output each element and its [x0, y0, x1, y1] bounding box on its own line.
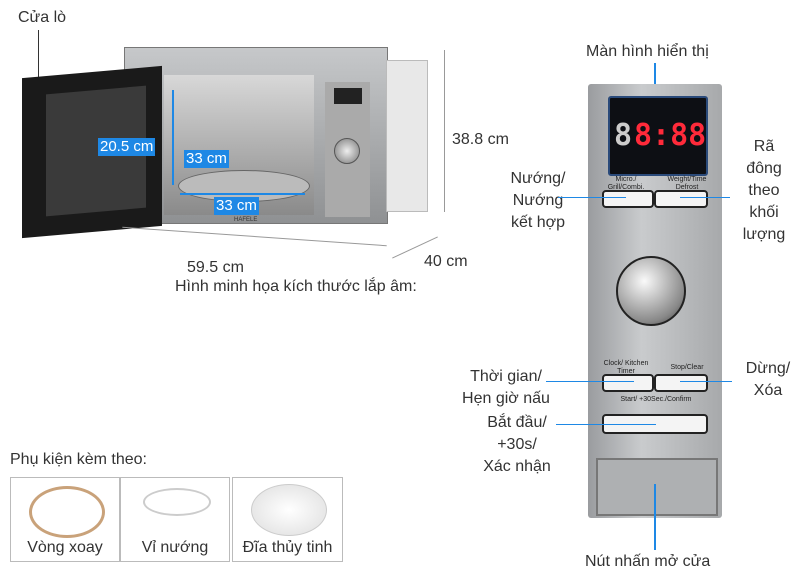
weight-text: Weight/Time Defrost	[667, 176, 707, 191]
stop-clear-button[interactable]	[654, 374, 708, 392]
clock-text: Clock/ Kitchen Timer	[603, 360, 649, 375]
caption: Hình minh họa kích thước lắp âm:	[175, 278, 417, 295]
display-value: 8:88	[634, 118, 707, 153]
micro-grill-button[interactable]	[602, 190, 654, 208]
door-pointer	[38, 30, 39, 85]
door-open-button[interactable]	[596, 458, 718, 516]
ring-icon	[29, 486, 105, 538]
clock-timer-button[interactable]	[602, 374, 654, 392]
inner-height-label: 20.5 cm	[98, 138, 156, 156]
accessory-ring: Vòng xoay	[10, 477, 120, 562]
door-label: Cửa lò	[18, 9, 67, 26]
accessories-title: Phụ kiện kèm theo:	[10, 451, 147, 468]
depth-label: 40 cm	[424, 253, 468, 270]
height-dimension-line	[444, 50, 445, 212]
control-dial[interactable]	[616, 256, 686, 326]
weight-defrost-button[interactable]	[654, 190, 708, 208]
width-dimension-line	[122, 226, 387, 247]
display-label: Màn hình hiển thị	[586, 43, 709, 60]
callout-start: Bắt đầu/+30s/Xác nhận	[483, 414, 551, 475]
stop-text: Stop/Clear	[670, 364, 704, 371]
control-panel: 8 8:88 Micro./ Grill/Combi. Weight/Time …	[588, 84, 722, 518]
accessory-plate: Đĩa thủy tinh	[232, 477, 343, 562]
callout-door-button: Nút nhấn mở cửa	[585, 553, 711, 570]
callout-stop: Dừng/Xóa	[745, 360, 791, 399]
height-label: 38.8 cm	[452, 131, 509, 148]
accessory-rack: Vỉ nướng	[120, 477, 230, 562]
brand-logo: HAFELE	[234, 217, 258, 223]
micro-text: Micro./ Grill/Combi.	[607, 176, 645, 191]
display-digit: 8	[614, 118, 633, 153]
plate-icon	[251, 484, 327, 536]
callout-timer: Thời gian/Hẹn giờ nấu	[462, 368, 550, 407]
inner-depth-label: 33 cm	[184, 150, 229, 168]
inner-width-label: 33 cm	[214, 197, 259, 215]
rack-icon	[143, 488, 211, 516]
display-screen: 8 8:88	[608, 96, 708, 176]
start-text: Start/ +30Sec./Confirm	[620, 396, 692, 403]
width-label: 59.5 cm	[187, 259, 244, 276]
